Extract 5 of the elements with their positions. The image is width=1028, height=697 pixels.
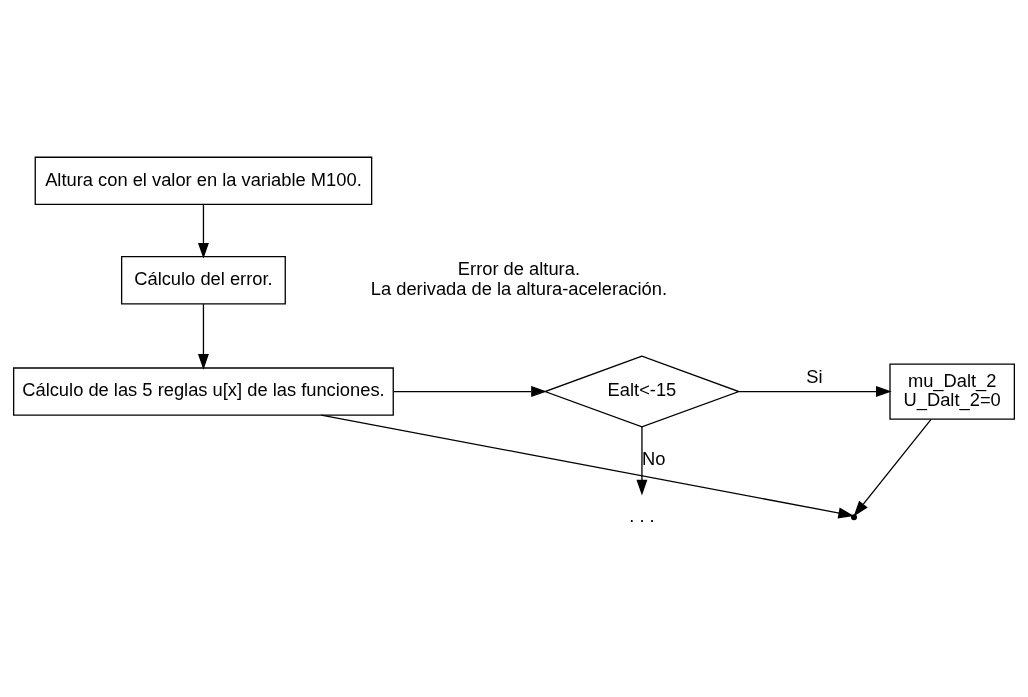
edge-label: No — [642, 447, 666, 469]
edge-label: Si — [806, 365, 823, 387]
label: La derivada de la altura-aceleración. — [370, 277, 668, 299]
label: Error de altura. — [457, 257, 580, 279]
node-text: . . . — [629, 504, 655, 526]
